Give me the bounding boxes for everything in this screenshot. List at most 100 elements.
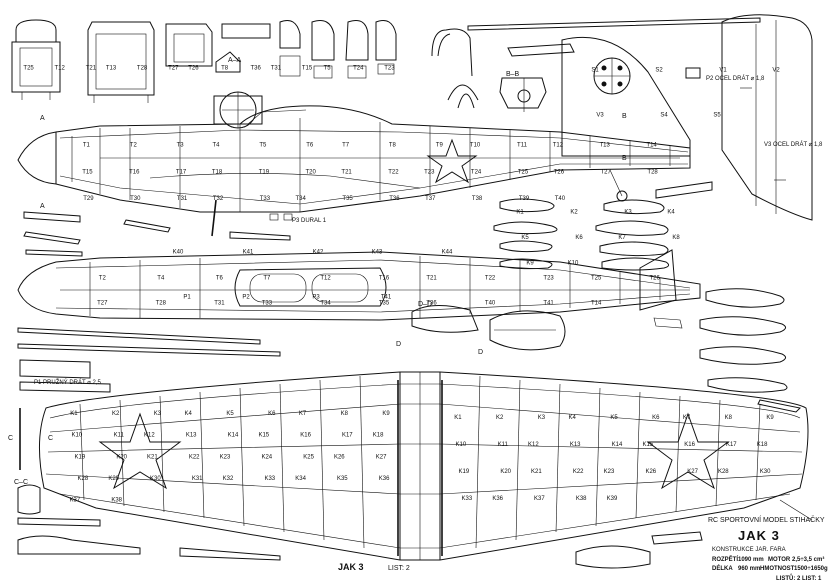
part-label-wing_right-28: K36 [492,496,503,502]
part-label-fuselage_side-33: T34 [296,196,307,202]
part-label-fuselage_top-5: T16 [379,276,390,282]
section-c-left: C [8,435,13,442]
part-label-wing_left-3: K4 [185,411,193,417]
part-label-ribs-4: K5 [521,235,529,241]
part-label-fuselage_top-12: T28 [156,301,167,307]
part-label-misc-4: K44 [442,250,453,256]
section-a-top: A [40,115,45,122]
part-label-formers-2: T21 [86,65,97,71]
part-label-ribs-5: K6 [575,235,583,241]
formers-row [11,17,761,129]
part-label-wing_left-24: K25 [303,454,314,460]
part-label-wing_left-26: K27 [376,454,387,460]
section-aa-label: A–A [228,57,242,64]
part-label-fuselage_top-10: T26 [650,276,661,282]
part-label-ribs-7: K8 [672,235,680,241]
part-label-wing_left-20: K21 [147,454,158,460]
part-label-wing_left-21: K22 [189,454,200,460]
part-label-wing_left-29: K30 [150,476,161,482]
section-aa [213,51,263,129]
part-t18 [685,67,701,79]
part-label-wing_left-10: K11 [114,433,125,439]
section-dd [411,305,566,351]
part-label-fuselage_side-3: T4 [212,143,220,149]
part-label-wing_left-4: K5 [226,411,234,417]
part-label-fuselage_top-13: T31 [214,301,225,307]
part-label-fuselage_side-31: T32 [213,196,224,202]
part-label-wing_left-18: K19 [75,454,86,460]
section-c-right: C [48,435,53,442]
fin-side [561,36,691,157]
former-t26 [345,20,369,79]
title-span-value: 1090 mm [738,557,764,563]
strip-t40 [467,17,761,31]
canopy-frame [431,28,479,109]
part-label-wing_left-32: K33 [264,476,275,482]
part-label-wing_right-24: K27 [687,469,698,475]
part-label-fuselage_top-17: T36 [426,301,437,307]
part-label-wing_left-15: K16 [300,433,311,439]
part-label-tail-6: S5 [713,113,721,119]
part-label-wing_right-6: K7 [683,415,691,421]
part-label-ribs-8: K9 [526,260,534,266]
part-label-ribs-2: K3 [624,210,632,216]
part-label-fuselage_top-6: T21 [426,276,437,282]
part-label-fuselage_side-5: T6 [306,143,314,149]
former-t27 [311,20,335,79]
note-p3: P3 DURAL 1 [292,218,327,224]
part-label-fuselage_side-9: T10 [470,143,481,149]
part-label-fuselage_side-23: T24 [471,169,482,175]
former-t25 [11,19,61,100]
part-label-wing_left-7: K8 [341,411,349,417]
part-label-fuselage_side-16: T17 [176,169,187,175]
lower-right-parts [575,499,813,569]
part-label-wing_right-15: K16 [684,442,695,448]
former-t13 [165,23,213,67]
title-motor-value: 2,5÷3,5 cm³ [792,556,824,563]
part-label-fuselage_top-14: T33 [262,301,273,307]
part-label-wing_left-11: K12 [144,433,155,439]
part-label-tail-1: S2 [655,68,663,74]
strips-left [17,327,281,470]
part-label-fuselage_side-8: T9 [436,143,444,149]
part-label-fuselage_top-8: T23 [543,276,554,282]
part-label-wing_right-7: K8 [725,415,733,421]
part-label-wing_right-19: K20 [500,469,511,475]
wing-footer-name: JAK 3 [338,562,364,572]
part-label-wing_right-9: K10 [456,442,467,448]
part-label-fuselage_side-4: T5 [259,143,267,149]
part-label-fuselage_side-26: T27 [601,169,612,175]
section-dd-label: D–D [418,301,432,308]
former-t36 [221,23,271,39]
part-label-fuselage_side-34: T35 [342,196,353,202]
fuselage-top [17,249,701,329]
title-span-label: ROZPĚTÍ [712,555,738,563]
part-label-wing_right-13: K14 [612,442,623,448]
part-label-misc-7: P3 [312,295,320,301]
part-label-misc-1: K41 [243,250,254,256]
part-label-formers-5: T27 [168,65,179,71]
part-label-wing_left-12: K13 [186,433,197,439]
part-label-fuselage_side-24: T25 [518,169,529,175]
part-label-wing_right-25: K28 [718,469,729,475]
part-label-formers-4: T28 [137,65,148,71]
part-label-wing_right-14: K15 [642,442,653,448]
part-label-wing_left-13: K14 [228,433,239,439]
title-block: RC SPORTOVNÍ MODEL STIHAČKY JAK 3 KONSTR… [708,515,828,582]
part-label-fuselage_side-11: T12 [553,143,564,149]
part-label-wing_left-6: K7 [299,411,307,417]
part-label-wing_left-8: K9 [382,411,390,417]
part-label-fuselage_side-37: T38 [472,196,483,202]
former-t22 [87,21,155,103]
title-length-value: 960 mm [738,566,760,572]
part-label-fuselage_side-29: T30 [130,196,141,202]
former-t28 [279,20,301,77]
part-label-wing_left-37: K38 [111,498,122,504]
strip-t23 [507,43,575,57]
notes: P1 PRUŽNÝ DRÁT ⌀ 2,5 P3 DURAL 1 P2 OCEL … [34,75,823,386]
part-label-tail-5: S4 [660,113,668,119]
part-label-formers-3: T13 [106,65,117,71]
part-label-fuselage_top-16: T35 [379,301,390,307]
